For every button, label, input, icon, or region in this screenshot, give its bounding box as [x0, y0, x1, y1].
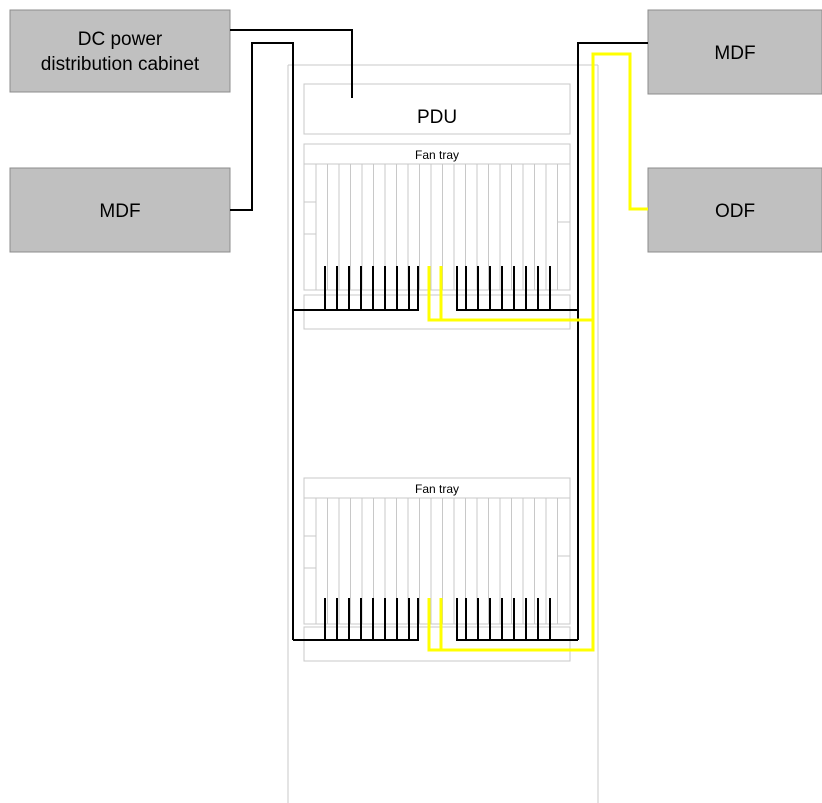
mdf-left-box	[9, 167, 231, 253]
mdf-left: MDF	[9, 167, 231, 253]
upper-fiber-main	[427, 266, 593, 322]
mdf-right-cable	[577, 42, 648, 640]
subrack-upper: Fan tray	[303, 143, 571, 330]
pdu-unit: PDU	[303, 83, 571, 135]
dc-cabinet-label-line2: distribution cabinet	[41, 54, 200, 75]
lower-left-bundle-feed	[293, 598, 419, 641]
fiber-cables	[427, 52, 648, 652]
odf-right-box	[647, 167, 822, 253]
mdf-right-box	[647, 9, 822, 95]
odf-right-label: ODF	[715, 201, 755, 222]
fan-tray-label: Fan tray	[415, 482, 459, 496]
board-area	[303, 163, 571, 291]
dc-to-pdu-cable	[230, 29, 353, 98]
upper-left-bundle-feed	[293, 266, 419, 311]
mdf-right-label: MDF	[714, 43, 755, 64]
fan-tray-label: Fan tray	[415, 148, 459, 162]
pdu-box	[303, 83, 571, 135]
cable-trough	[303, 294, 571, 330]
dc-cabinet-box	[9, 9, 231, 93]
dc-cabinet-label-line1: DC power	[78, 29, 163, 50]
board-slots	[304, 164, 570, 290]
cable-trough	[303, 626, 571, 662]
odf-right: ODF	[647, 167, 822, 253]
mdf-left-label: MDF	[99, 201, 140, 222]
board-cable-drops	[324, 266, 551, 640]
board-slots	[304, 498, 570, 624]
dc-power-distribution-cabinet: DC power distribution cabinet	[9, 9, 231, 93]
mdf-left-cable	[230, 42, 294, 640]
odf-fiber-main	[427, 52, 648, 652]
board-area	[303, 497, 571, 625]
subrack-lower: Fan tray	[303, 477, 571, 662]
pdu-label: PDU	[417, 107, 457, 128]
mdf-right: MDF	[647, 9, 822, 95]
